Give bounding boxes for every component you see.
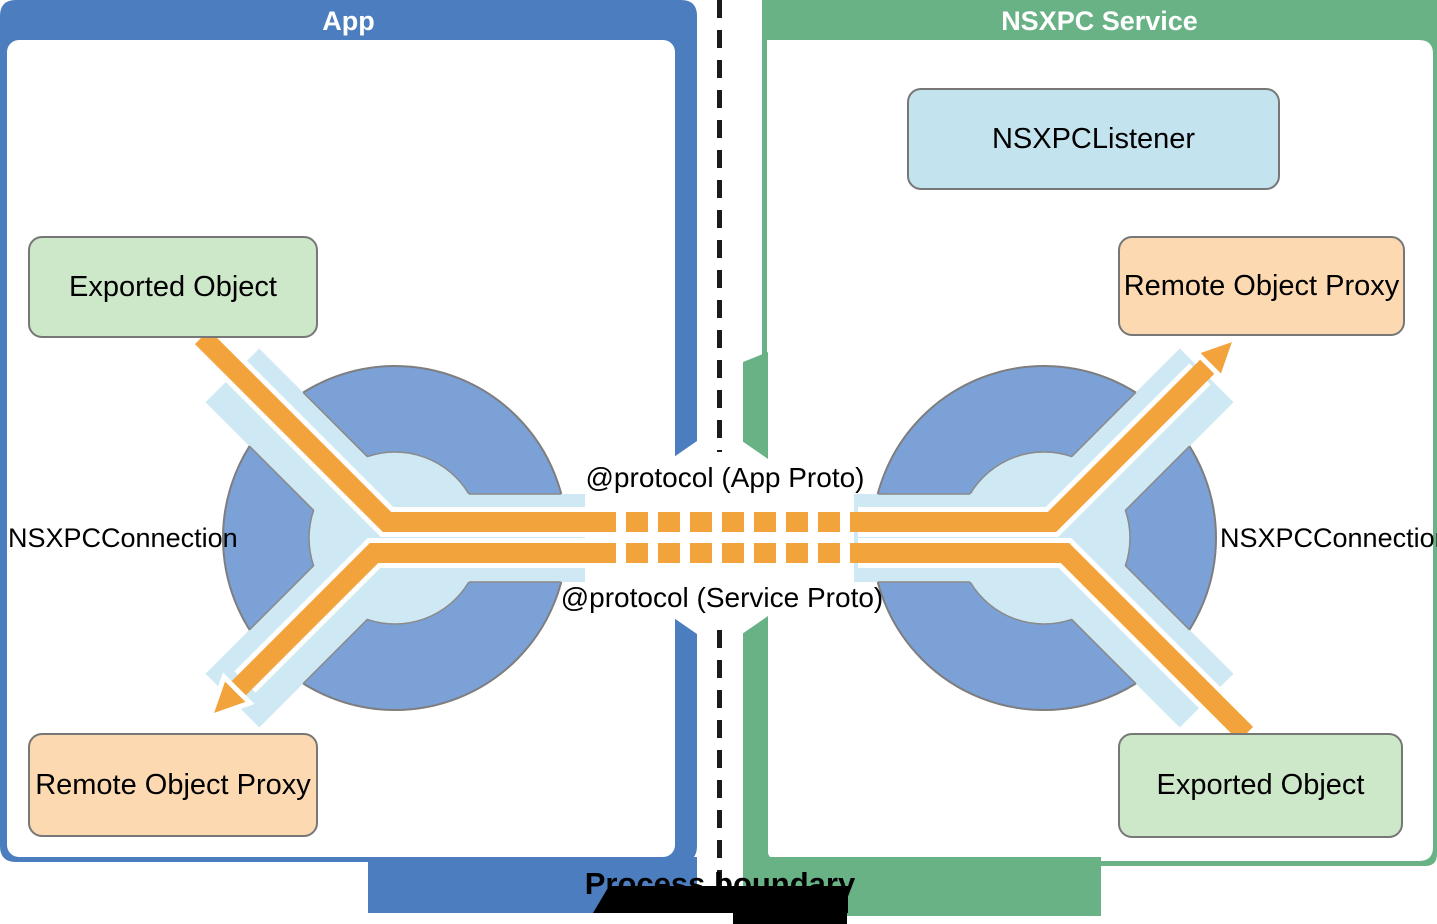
protocol-app-proto-label: @protocol (App Proto) bbox=[585, 462, 865, 493]
app-nsxpcconnection-label: NSXPCConnection bbox=[8, 523, 238, 553]
service-proxy-pipe bbox=[858, 357, 1217, 532]
app-remote-object-proxy-box: Remote Object Proxy bbox=[28, 733, 318, 837]
protocol-service-proto-label: @protocol (Service Proto) bbox=[560, 582, 884, 613]
app-border-gap bbox=[671, 441, 697, 634]
service-exported-pipe bbox=[858, 543, 1254, 742]
app-exported-object-box: Exported Object bbox=[28, 236, 318, 338]
service-remote-object-proxy-box: Remote Object Proxy bbox=[1118, 236, 1405, 336]
app-panel-title: App bbox=[322, 6, 375, 36]
nsxpc-listener-box: NSXPCListener bbox=[907, 88, 1280, 190]
service-border-gap bbox=[742, 441, 768, 634]
app-exported-pipe bbox=[194, 329, 594, 532]
service-exported-object-box: Exported Object bbox=[1118, 733, 1403, 838]
service-panel-title: NSXPC Service bbox=[1001, 6, 1198, 36]
app-proxy-arrowhead bbox=[205, 672, 255, 722]
process-boundary-blob bbox=[593, 886, 848, 913]
app-proxy-pipe bbox=[229, 543, 594, 698]
process-boundary-blob-lower bbox=[733, 911, 847, 924]
service-nsxpcconnection-label: NSXPCConnection bbox=[1220, 523, 1437, 553]
service-proxy-arrowhead bbox=[1191, 333, 1241, 383]
